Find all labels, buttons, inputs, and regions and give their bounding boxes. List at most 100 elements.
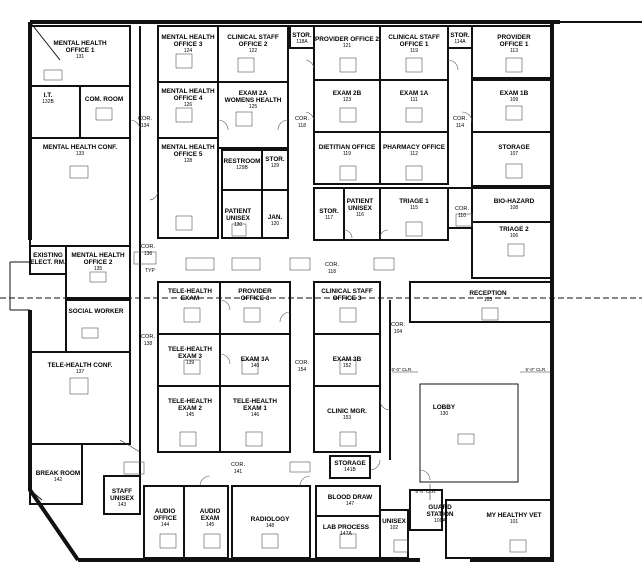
room-name: TELE-HEALTH EXAM: [168, 288, 212, 302]
room-name: STOR.: [450, 32, 470, 39]
room-number: 126: [183, 102, 193, 108]
dimension-text: 6'-0" CLR.: [391, 367, 413, 372]
room-number: 120: [270, 221, 280, 227]
typ-note: TYP: [145, 268, 155, 275]
corridor-138: COR.138: [141, 334, 155, 347]
corridor-136: COR.136: [141, 244, 155, 257]
corridor-name: COR.: [295, 116, 309, 122]
corridor-number: 154: [297, 367, 307, 373]
corridor-name: COR.: [138, 116, 152, 122]
room-name: MENTAL HEALTH CONF.: [42, 144, 118, 151]
corridor-name: COR.: [231, 462, 245, 468]
corridor-name: COR.: [325, 262, 339, 268]
corridor-number: 118: [298, 123, 306, 129]
corridor-118-mid: COR.118: [325, 262, 339, 275]
room-name: I.T.: [43, 92, 53, 99]
corridor-104: COR.104: [391, 322, 405, 335]
room-name: STOR.: [319, 208, 339, 215]
corridor-114: COR.114: [453, 116, 467, 129]
corridor-number: 134: [140, 123, 150, 129]
room-name: EXAM 3B: [332, 356, 362, 363]
room-number: 111: [410, 97, 418, 103]
corridor-name: COR.: [295, 360, 309, 366]
room-stor-114a: STOR.114A: [450, 32, 469, 45]
room-provider-office-3: PROVIDER OFFICE 3: [238, 288, 271, 302]
room-name: STAFF UNISEX: [110, 488, 134, 502]
room-it: I.T.132B: [42, 92, 54, 105]
room-stor-129: STOR.129: [265, 156, 284, 169]
room-name: STOR.: [265, 156, 285, 163]
lower-walls: [157, 281, 553, 483]
room-clinical-staff-office-3: CLINICAL STAFF OFFICE 3: [321, 288, 373, 302]
corridor-134: COR.134: [138, 116, 152, 129]
room-name: MY HEALTHY VET: [486, 512, 542, 519]
room-name: TELE-HEALTH EXAM 2: [168, 398, 212, 412]
room-number: 139: [185, 360, 195, 366]
room-number: 146: [250, 412, 260, 418]
room-name: BIO-HAZARD: [493, 198, 535, 205]
room-number: 103: [483, 297, 493, 303]
room-name: EXAM 3A: [240, 356, 270, 363]
room-number: 147: [345, 501, 355, 507]
room-number: 141B: [344, 467, 356, 473]
room-number: 132B: [42, 99, 54, 105]
room-name: TELE-HEALTH CONF.: [47, 362, 113, 369]
room-name: PROVIDER OFFICE 3: [238, 288, 272, 302]
equipment-tags: [43, 53, 527, 553]
room-name: SOCIAL WORKER: [68, 308, 124, 315]
west-wing-walls: [29, 25, 141, 515]
room-name: EXAM 1A: [399, 90, 429, 97]
room-name: PATIENT UNISEX: [224, 208, 252, 222]
room-jan: JAN.120: [268, 214, 283, 227]
room-name: MENTAL HEALTH OFFICE 1: [53, 40, 107, 54]
typ-text: TYP: [145, 268, 155, 274]
room-number: 101: [509, 519, 519, 525]
corridor-number: 141: [233, 469, 243, 475]
room-name: COM. ROOM: [84, 96, 124, 103]
room-number: 129: [270, 163, 280, 169]
room-name: AUDIO OFFICE: [153, 508, 177, 522]
room-name: LAB PROCESS: [322, 524, 370, 531]
room-name: RECEPTION: [469, 290, 507, 297]
room-name: RESTROOM: [223, 158, 261, 165]
room-number: 148: [265, 523, 275, 529]
room-name: BLOOD DRAW: [327, 494, 373, 501]
room-name: TELE-HEALTH EXAM 3: [168, 346, 212, 360]
room-number: 130: [233, 222, 243, 228]
room-number: 143: [117, 502, 127, 508]
room-name: CLINIC MGR.: [327, 408, 367, 415]
corridor-name: COR.: [141, 334, 155, 340]
room-number: 145: [185, 412, 195, 418]
room-number: 131: [75, 54, 85, 60]
room-name: TRIAGE 1: [399, 198, 429, 205]
room-number: 106: [509, 233, 519, 239]
room-name: MENTAL HEALTH OFFICE 3: [161, 34, 215, 48]
room-number: 118A: [296, 39, 308, 45]
dimension-text: 5'-0" CLR.: [525, 367, 547, 372]
room-existing-elect: EXISTING ELECT. RM.: [30, 252, 66, 266]
room-number: 153: [342, 415, 352, 421]
